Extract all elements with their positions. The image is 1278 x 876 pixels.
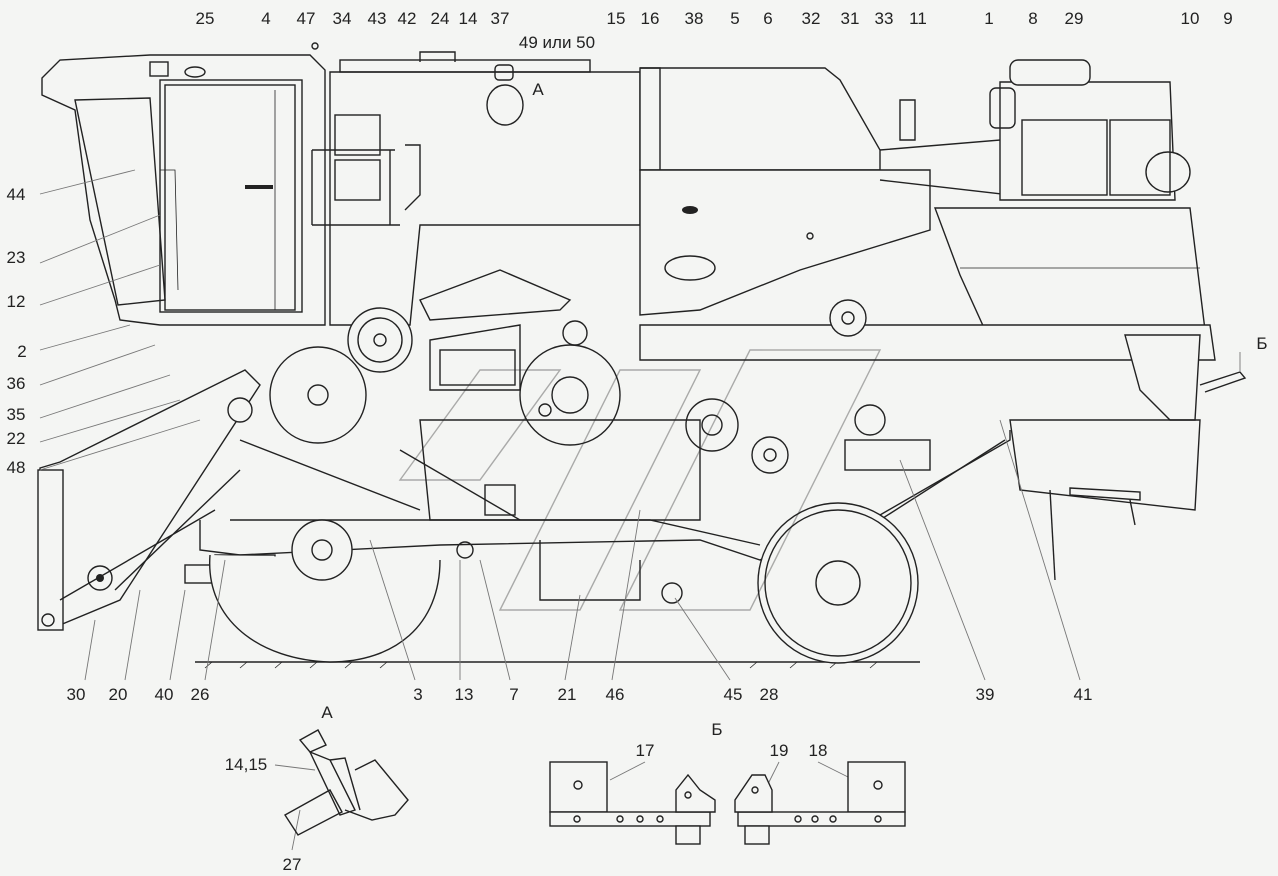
callout-47: 47 (297, 9, 316, 28)
callout-29: 29 (1065, 9, 1084, 28)
detail-b-callout-17: 17 (636, 741, 655, 760)
callout-20: 20 (109, 685, 128, 704)
callout-11: 11 (909, 9, 927, 28)
callout-38: 38 (685, 9, 704, 28)
callout-4: 4 (261, 9, 270, 28)
callout-16: 16 (641, 9, 660, 28)
callout-35: 35 (7, 405, 26, 424)
callout-42: 42 (398, 9, 417, 28)
detail-a-callout-27: 27 (283, 855, 302, 874)
grain-tank (311, 51, 641, 326)
callout-44: 44 (7, 185, 26, 204)
callout-31: 31 (841, 9, 860, 28)
detail-b-callout-18: 18 (809, 741, 828, 760)
callout-9: 9 (1223, 9, 1232, 28)
callout-43: 43 (368, 9, 387, 28)
callout-15: 15 (607, 9, 626, 28)
leader-lines (39, 169, 1241, 681)
drums-and-pulleys (227, 269, 886, 521)
callout-7: 7 (509, 685, 518, 704)
detail-a-callout-14-15: 14,15 (225, 755, 268, 774)
callout-a-marker: А (532, 80, 544, 99)
callout-46: 46 (606, 685, 625, 704)
callout-14: 14 (459, 9, 478, 28)
callout-26: 26 (191, 685, 210, 704)
callout-41: 41 (1074, 685, 1093, 704)
callout-b-marker: Б (1256, 334, 1267, 353)
callout-28: 28 (760, 685, 779, 704)
rear-body (639, 207, 1247, 581)
callout-3: 3 (413, 685, 422, 704)
callout-39: 39 (976, 685, 995, 704)
thresher-body (639, 67, 1011, 316)
callout-40: 40 (155, 685, 174, 704)
front-wheel (209, 519, 441, 663)
rear-wheel (757, 502, 919, 664)
operator-cab (41, 42, 326, 326)
callout-8: 8 (1028, 9, 1037, 28)
callout-6: 6 (763, 9, 772, 28)
callout-1: 1 (984, 9, 993, 28)
detail-view-b: Б 17 19 18 (549, 720, 906, 845)
callouts-top: 25 4 47 34 43 42 24 14 37 15 16 38 5 6 3… (196, 9, 1233, 99)
callout-10: 10 (1181, 9, 1200, 28)
callouts-left: 44 23 12 2 36 35 22 48 Б (7, 185, 1268, 477)
callout-12: 12 (7, 292, 26, 311)
callout-2: 2 (17, 342, 26, 361)
detail-b-callout-19: 19 (770, 741, 789, 760)
callout-45: 45 (724, 685, 743, 704)
callout-23: 23 (7, 248, 26, 267)
engine (989, 59, 1191, 201)
callout-36: 36 (7, 374, 26, 393)
callout-24: 24 (431, 9, 450, 28)
callout-32: 32 (802, 9, 821, 28)
callout-30: 30 (67, 685, 86, 704)
callouts-bottom: 30 20 40 26 3 13 7 21 46 45 28 39 41 (67, 685, 1093, 704)
detail-view-a: А 14,15 27 (225, 703, 409, 874)
callout-25: 25 (196, 9, 215, 28)
callout-34: 34 (333, 9, 352, 28)
feeder-house (37, 369, 261, 631)
callout-49-or-50: 49 или 50 (519, 33, 595, 52)
callout-5: 5 (730, 9, 739, 28)
callout-22: 22 (7, 429, 26, 448)
callout-13: 13 (455, 685, 474, 704)
watermark-logo (398, 349, 882, 611)
detail-a-title: А (321, 703, 333, 722)
callout-48: 48 (7, 458, 26, 477)
callout-21: 21 (558, 685, 577, 704)
detail-b-title: Б (711, 720, 722, 739)
callout-37: 37 (491, 9, 510, 28)
callout-33: 33 (875, 9, 894, 28)
ground-line (195, 661, 920, 669)
